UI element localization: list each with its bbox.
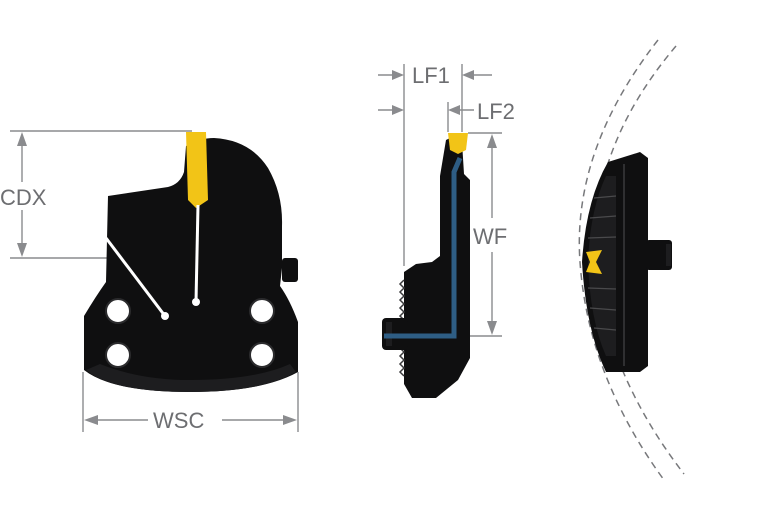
front-view: CDX WSC (0, 130, 299, 433)
cartridge-body-front (84, 138, 298, 392)
mounting-hole-bottom-left (105, 342, 131, 368)
cartridge-body-side (404, 136, 470, 398)
channel-inlet-dot (161, 312, 169, 320)
insert-front (186, 132, 208, 208)
lf1-arrow-right (462, 70, 474, 80)
adjustment-knob-mounted (646, 240, 672, 270)
insert-mounted (586, 250, 602, 274)
cdx-arrow-bottom (17, 243, 27, 257)
wsc-arrow-left (84, 415, 98, 425)
mounting-hole-top-right (249, 298, 275, 324)
lf2-arrow-left (392, 105, 404, 115)
insert-side (448, 133, 468, 154)
coolant-channel-line (104, 237, 167, 317)
knob-face-mounted (666, 244, 671, 266)
mounted-view (578, 39, 685, 481)
lf1-label: LF1 (412, 63, 450, 88)
lf1-arrow-left (392, 70, 404, 80)
clamp-slot-line (194, 204, 200, 303)
wf-arrow-top (487, 134, 497, 148)
coolant-channel-side (384, 157, 463, 339)
face-segments (587, 195, 617, 331)
adjustment-knob-front (282, 258, 298, 282)
cdx-label: CDX (0, 185, 47, 210)
lf2-label: LF2 (477, 99, 515, 124)
wsc-arrow-right (283, 415, 297, 425)
wf-arrow-bottom (487, 321, 497, 335)
lf2-arrow-right (448, 105, 460, 115)
cartridge-lower-face (86, 364, 296, 392)
channel-outlet-dot (192, 298, 200, 306)
wf-label: WF (473, 224, 507, 249)
wsc-label: WSC (153, 408, 204, 433)
bore-arc-inner (578, 39, 665, 481)
cdx-label-bg (0, 182, 50, 210)
side-view: LF1 LF2 WF (378, 63, 515, 398)
segmented-face (588, 176, 616, 356)
mounting-hole-top-left (105, 298, 131, 324)
cdx-arrow-top (17, 132, 27, 146)
mounting-hole-bottom-right (249, 342, 275, 368)
